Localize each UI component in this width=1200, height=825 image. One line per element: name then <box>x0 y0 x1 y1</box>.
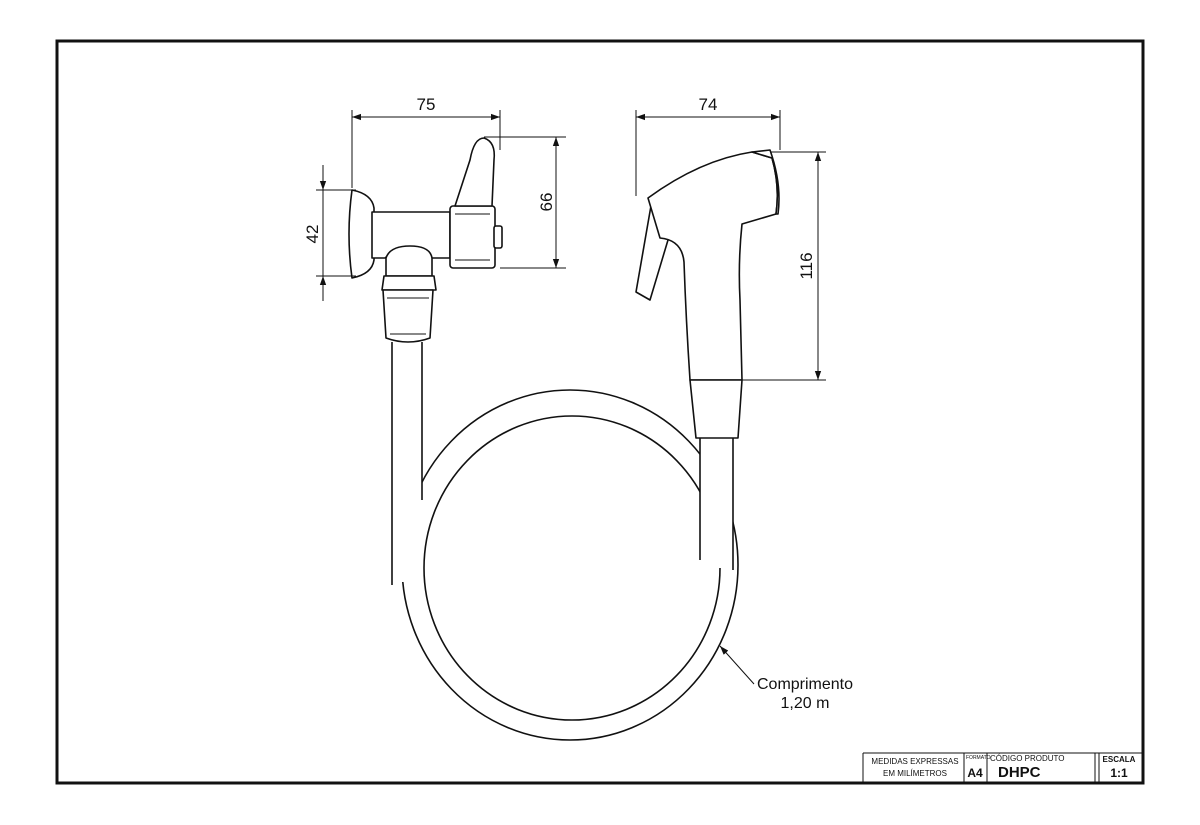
flange-height-label: 42 <box>303 225 322 244</box>
valve-width-label: 75 <box>417 95 436 114</box>
sprayer-width-label: 74 <box>699 95 718 114</box>
product-code-value: DHPC <box>998 764 1041 781</box>
hose-note-line2: 1,20 m <box>781 695 830 712</box>
dimension-valve-width <box>351 110 501 188</box>
dimension-sprayer-width <box>635 110 781 196</box>
hose-drawing <box>391 342 739 741</box>
format-value: A4 <box>967 766 983 780</box>
hose-note-line1: Comprimento <box>757 676 853 693</box>
format-label: FORMATO <box>966 755 991 761</box>
valve-height-label: 66 <box>537 193 556 212</box>
dimension-sprayer-height <box>742 151 826 381</box>
units-note-line1: MEDIDAS EXPRESSAS <box>871 757 958 766</box>
hose-length-leader <box>719 645 755 685</box>
scale-value: 1:1 <box>1110 766 1128 780</box>
angle-valve-drawing <box>348 137 503 343</box>
scale-label: ESCALA <box>1103 755 1136 764</box>
hand-sprayer-drawing <box>635 149 780 439</box>
drawing-border <box>55 39 1145 785</box>
title-block <box>862 752 1143 783</box>
product-code-label: CÓDIGO PRODUTO <box>990 754 1065 763</box>
dimension-flange-height <box>316 165 356 301</box>
dimension-valve-height <box>484 136 566 269</box>
units-note-line2: EM MILÍMETROS <box>883 769 947 778</box>
sprayer-height-label: 116 <box>797 252 816 279</box>
